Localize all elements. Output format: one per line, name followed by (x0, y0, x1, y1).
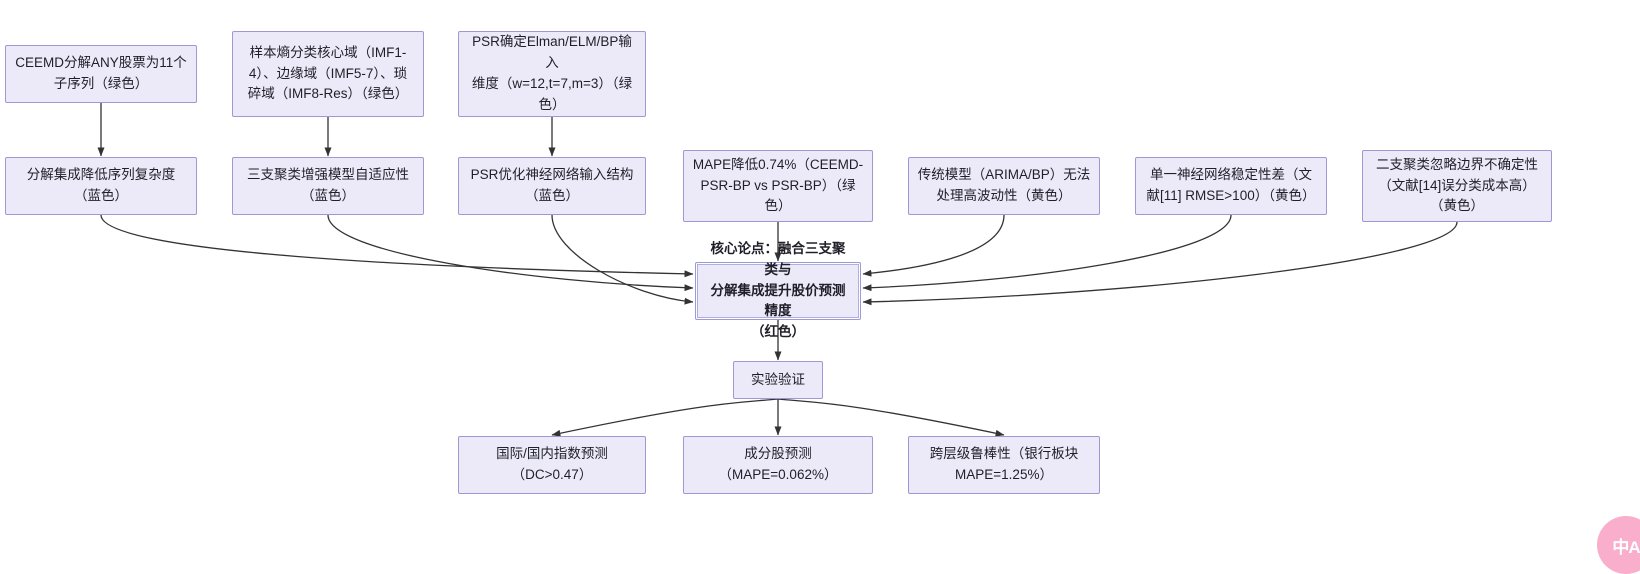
node-constituent-stock-forecast-result[interactable]: 成分股预测 （MAPE=0.062%） (683, 436, 873, 494)
node-label: 国际/国内指数预测 （DC>0.47） (467, 444, 637, 486)
edge-n4-n11 (101, 215, 693, 274)
edge-n6-n11 (552, 215, 693, 302)
node-core-thesis[interactable]: 核心论点：融合三支聚类与 分解集成提升股价预测精度 （红色） (695, 262, 861, 320)
node-decomposition-reduces-complexity[interactable]: 分解集成降低序列复杂度 （蓝色） (5, 157, 197, 215)
node-label: 成分股预测 （MAPE=0.062%） (692, 444, 864, 486)
node-label: 单一神经网络稳定性差（文 献[11] RMSE>100）（黄色） (1144, 165, 1318, 207)
node-psr-optimizes-input-structure[interactable]: PSR优化神经网络输入结构 （蓝色） (458, 157, 646, 215)
node-ceemd-decomposition[interactable]: CEEMD分解ANY股票为11个 子序列（绿色） (5, 45, 197, 103)
node-cross-level-robustness-result[interactable]: 跨层级鲁棒性（银行板块 MAPE=1.25%） (908, 436, 1100, 494)
node-label: CEEMD分解ANY股票为11个 子序列（绿色） (14, 53, 188, 95)
node-experimental-validation[interactable]: 实验验证 (733, 361, 823, 399)
node-label: PSR确定Elman/ELM/BP输入 维度（w=12,t=7,m=3）（绿 色… (467, 32, 637, 116)
node-label: 实验验证 (742, 370, 814, 391)
watermark-badge: 中A (1597, 516, 1640, 574)
edge-n5-n11 (328, 215, 693, 288)
edge-n12-n15 (778, 399, 1004, 435)
node-label: 三支聚类增强模型自适应性 （蓝色） (241, 165, 415, 207)
node-single-network-instability[interactable]: 单一神经网络稳定性差（文 献[11] RMSE>100）（黄色） (1135, 157, 1327, 215)
node-traditional-model-limitation[interactable]: 传统模型（ARIMA/BP）无法 处理高波动性（黄色） (908, 157, 1100, 215)
node-index-forecast-result[interactable]: 国际/国内指数预测 （DC>0.47） (458, 436, 646, 494)
node-label: 传统模型（ARIMA/BP）无法 处理高波动性（黄色） (917, 165, 1091, 207)
edge-n8-n11 (863, 215, 1004, 274)
node-sample-entropy-classification[interactable]: 样本熵分类核心域（IMF1- 4）、边缘域（IMF5-7）、琐 碎域（IMF8-… (232, 31, 424, 117)
node-two-way-clustering-boundary-issue[interactable]: 二支聚类忽略边界不确定性 （文献[14]误分类成本高） （黄色） (1362, 150, 1552, 222)
node-three-way-clustering-adaptivity[interactable]: 三支聚类增强模型自适应性 （蓝色） (232, 157, 424, 215)
node-label: 核心论点：融合三支聚类与 分解集成提升股价预测精度 （红色） (704, 239, 852, 344)
node-label: 跨层级鲁棒性（银行板块 MAPE=1.25%） (917, 444, 1091, 486)
node-label: 分解集成降低序列复杂度 （蓝色） (14, 165, 188, 207)
node-label: 样本熵分类核心域（IMF1- 4）、边缘域（IMF5-7）、琐 碎域（IMF8-… (241, 43, 415, 106)
watermark-text: 中A (1612, 539, 1639, 556)
node-mape-improvement-evidence[interactable]: MAPE降低0.74%（CEEMD- PSR-BP vs PSR-BP）（绿 色… (683, 150, 873, 222)
node-label: MAPE降低0.74%（CEEMD- PSR-BP vs PSR-BP）（绿 色… (692, 155, 864, 218)
node-psr-input-dimension[interactable]: PSR确定Elman/ELM/BP输入 维度（w=12,t=7,m=3）（绿 色… (458, 31, 646, 117)
edge-n9-n11 (863, 215, 1231, 288)
edge-n10-n11 (863, 222, 1457, 302)
edge-n12-n13 (552, 399, 778, 435)
node-label: 二支聚类忽略边界不确定性 （文献[14]误分类成本高） （黄色） (1371, 155, 1543, 218)
node-label: PSR优化神经网络输入结构 （蓝色） (467, 165, 637, 207)
